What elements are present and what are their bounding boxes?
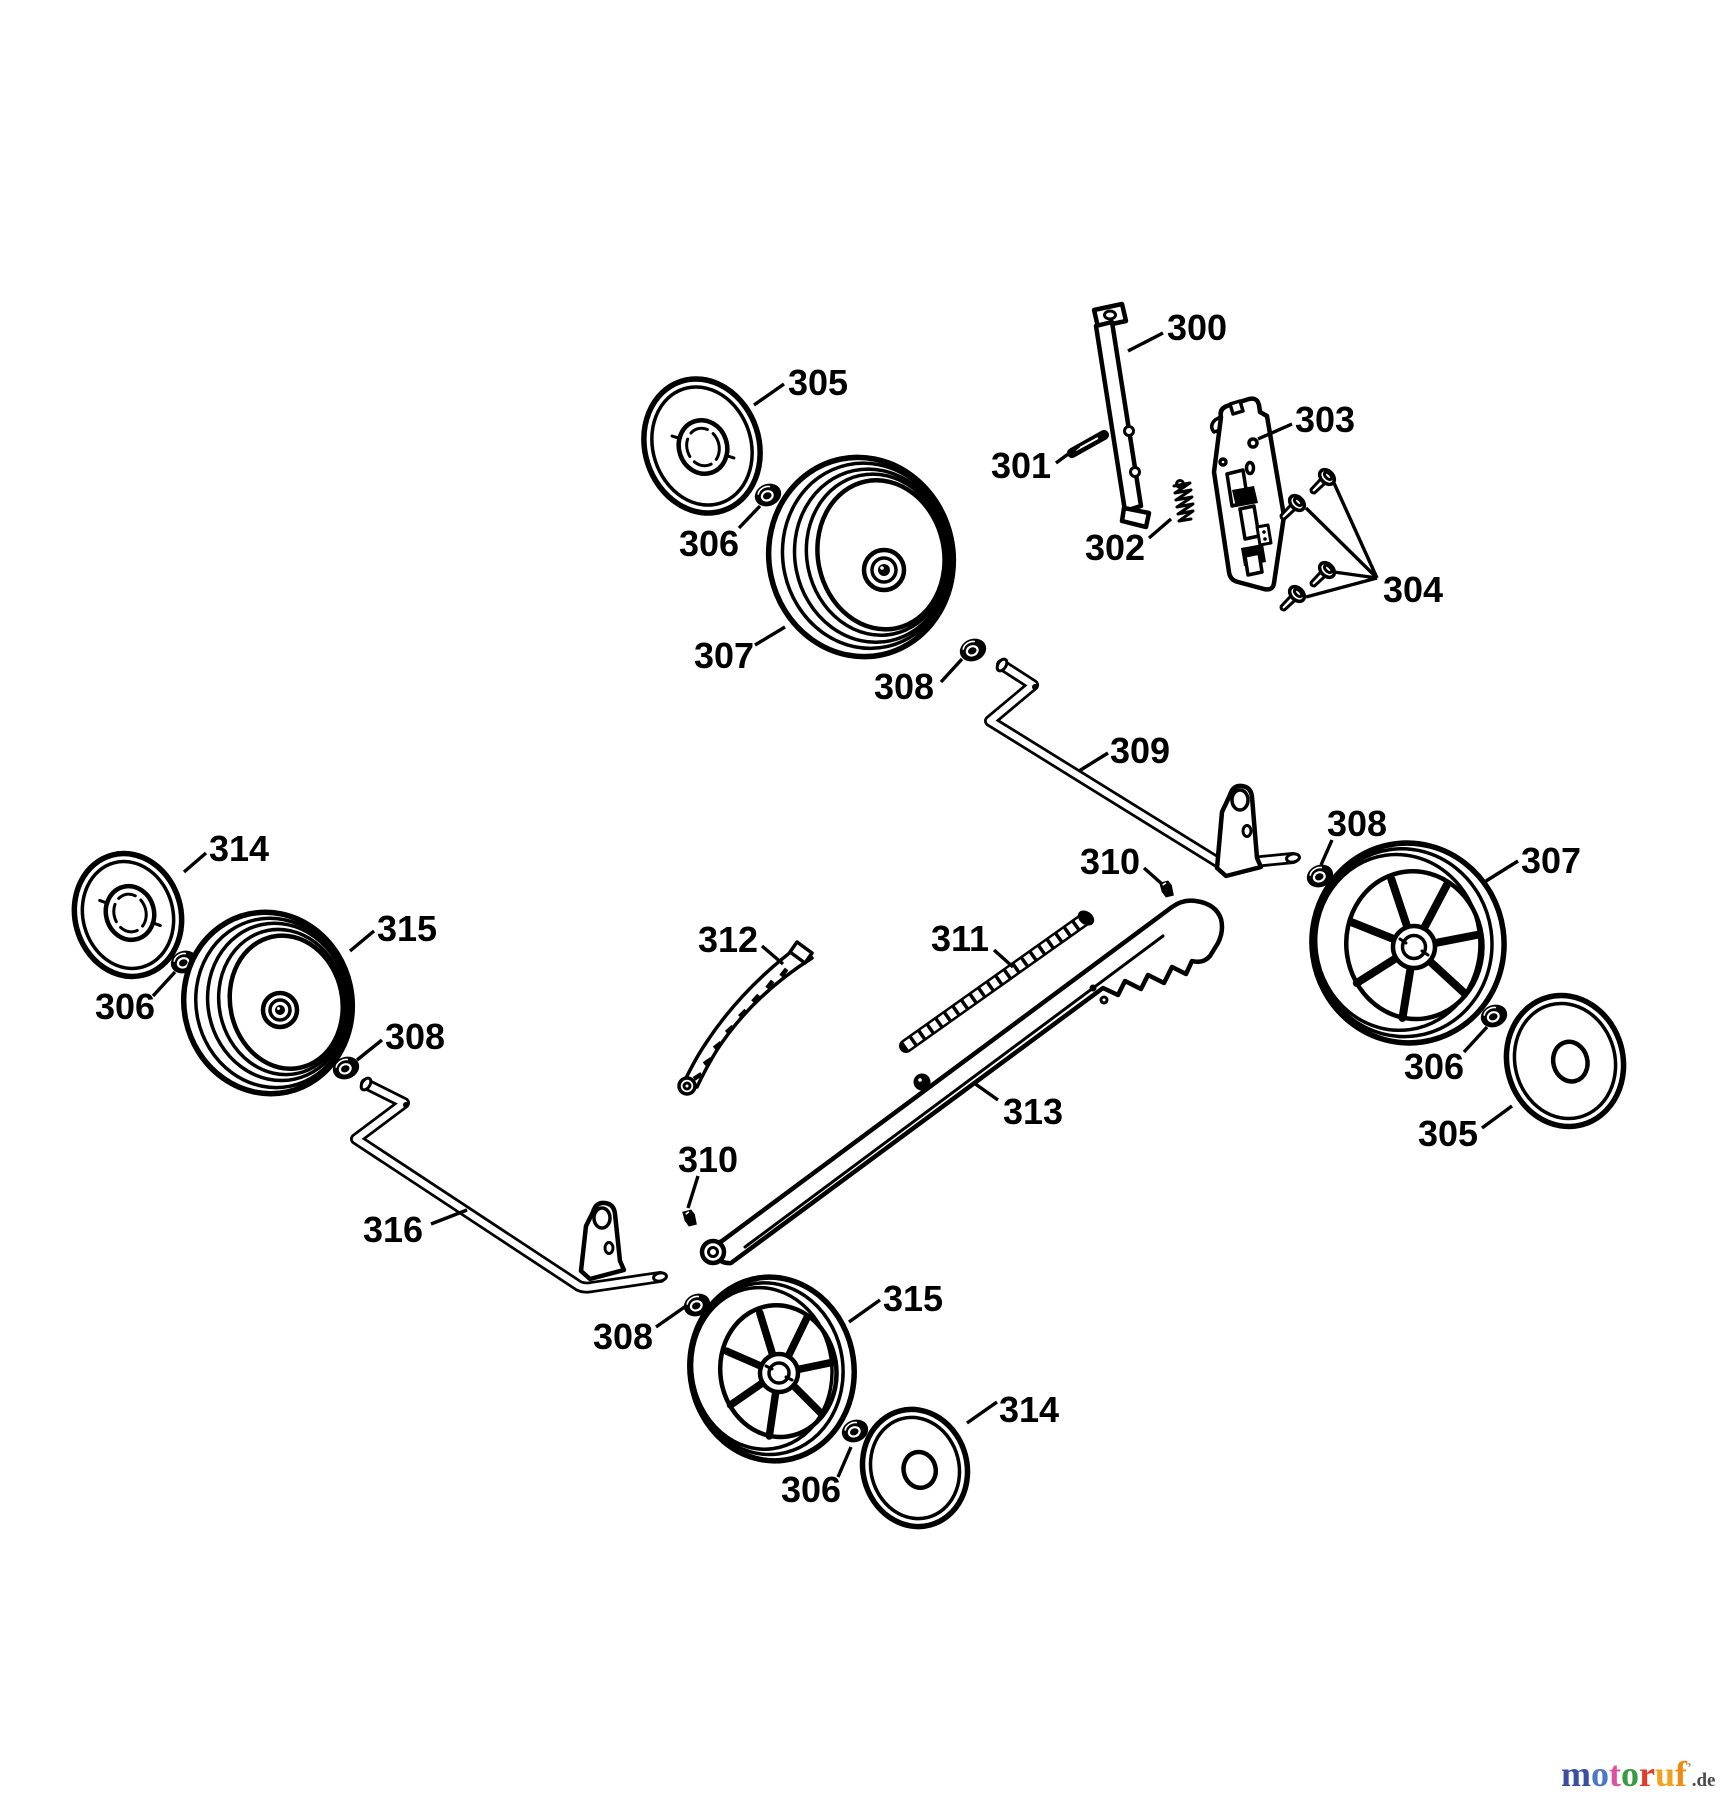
axle-bracket-309: [1214, 783, 1264, 879]
flange-nut-308-top: [959, 638, 987, 662]
watermark-letter: r: [1639, 1754, 1655, 1794]
part-label-309: 309: [1110, 730, 1170, 771]
threaded-rod-311: [899, 910, 1095, 1053]
part-label-306-bottom: 306: [781, 1469, 841, 1510]
pin-301: [1067, 430, 1109, 458]
flange-nut-306-bottom: [841, 1419, 869, 1443]
part-label-308-top: 308: [874, 666, 934, 707]
axle-bracket-316: [578, 1200, 627, 1282]
part-label-308-right: 308: [1327, 803, 1387, 844]
watermark-letter: m: [1561, 1754, 1591, 1794]
hub-cap-314-left: [71, 850, 185, 980]
part-label-316: 316: [363, 1209, 423, 1250]
clip-pin-310-bottom: [682, 1209, 697, 1227]
wheel-spokes: [1348, 875, 1483, 1022]
wheel-hub-bearing: [260, 990, 300, 1030]
watermark-letter: t: [1609, 1754, 1621, 1794]
hub-cap-305-right: [1503, 992, 1627, 1130]
rear-axle-316: [350, 1076, 668, 1294]
wheel-hub-keyed: [757, 1351, 801, 1395]
wheel-307-front-left: [765, 454, 957, 660]
leader-lines: [151, 331, 1519, 1478]
watermark-letter: o: [1591, 1754, 1609, 1794]
part-label-315-left: 315: [377, 908, 437, 949]
watermark-mark: ’: [1687, 1761, 1692, 1776]
part-label-310-bottom: 310: [678, 1139, 738, 1180]
part-label-312: 312: [698, 919, 758, 960]
wheel-hub-keyed: [1390, 923, 1438, 971]
hub-cap-314-bottom: [859, 1406, 971, 1530]
watermark-letter: o: [1621, 1754, 1639, 1794]
watermark-logo: motoruf’.de: [1561, 1753, 1715, 1797]
clip-pin-310-top: [1159, 880, 1174, 898]
part-label-314-left: 314: [209, 828, 269, 869]
spring-302: [1172, 479, 1195, 523]
part-label-306-top: 306: [679, 523, 739, 564]
hub-cap-305-top: [641, 376, 763, 516]
part-label-314-bottom: 314: [999, 1389, 1059, 1430]
flange-nut-306-right: [1480, 1004, 1508, 1028]
part-label-307-left: 307: [694, 635, 754, 676]
watermark-letter: u: [1654, 1754, 1676, 1794]
part-number-labels: 300 301 302 303 304 305 306 307 308 309 …: [95, 307, 1581, 1510]
toothed-rack-312: [677, 940, 814, 1096]
part-label-308-bottom: 308: [593, 1316, 653, 1357]
part-label-315-bottom: 315: [883, 1278, 943, 1319]
watermark-letter: f: [1675, 1754, 1688, 1794]
part-label-307-right: 307: [1521, 840, 1581, 881]
wheel-hub-bearing: [861, 547, 907, 593]
part-label-308-left: 308: [385, 1016, 445, 1057]
screws-304: [1279, 467, 1337, 612]
wheel-315-rear-right: [687, 1274, 857, 1464]
part-label-306-right: 306: [1404, 1046, 1464, 1087]
part-label-311: 311: [931, 918, 989, 959]
flange-nut-308-right: [1306, 864, 1334, 888]
flange-nut-306-top: [754, 483, 782, 507]
part-label-310-top: 310: [1080, 841, 1140, 882]
flange-nut-308-left: [332, 1056, 360, 1080]
adjuster-lever-313: [699, 898, 1225, 1266]
part-label-302: 302: [1085, 527, 1145, 568]
part-label-305-right: 305: [1418, 1113, 1478, 1154]
part-label-306-left: 306: [95, 986, 155, 1027]
part-label-313: 313: [1003, 1091, 1063, 1132]
part-label-305-top: 305: [788, 362, 848, 403]
height-adjuster-bar-300: [1091, 301, 1152, 530]
wheel-307-front-right: [1309, 840, 1507, 1046]
bracket-plate-303: [1210, 396, 1287, 592]
watermark-suffix: .de: [1691, 1770, 1716, 1791]
part-label-301: 301: [991, 445, 1051, 486]
part-label-303: 303: [1295, 399, 1355, 440]
part-label-304: 304: [1383, 569, 1443, 610]
wheel-315-rear-left: [180, 909, 356, 1097]
part-label-300: 300: [1167, 307, 1227, 348]
wheel-spokes: [722, 1309, 838, 1440]
